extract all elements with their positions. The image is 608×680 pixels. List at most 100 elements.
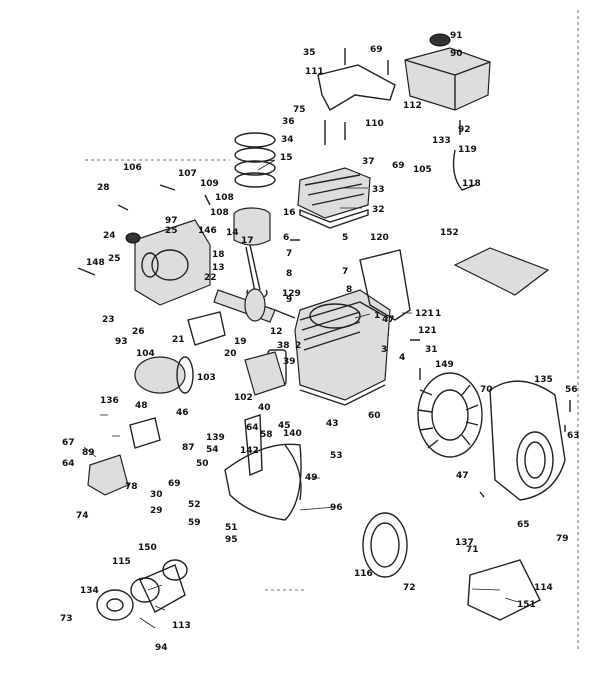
part-callout-71: 71: [466, 545, 479, 555]
part-callout-14: 14: [226, 228, 239, 238]
part-callout-93: 93: [115, 337, 128, 347]
part-callout-108: 108: [210, 208, 229, 218]
part-callout-112: 112: [403, 101, 422, 111]
part-callout-96: 96: [330, 503, 343, 513]
part-callout-137: 137: [455, 538, 474, 548]
part-callout-151: 151: [517, 600, 536, 610]
part-callout-43: 43: [326, 419, 339, 429]
part-callout-116: 116: [354, 569, 373, 579]
part-callout-152: 152: [440, 228, 459, 238]
label-33: 33: [372, 185, 385, 195]
part-callout-8: 8: [286, 269, 292, 279]
part-callout-46: 46: [176, 408, 189, 418]
part-callout-110: 110: [365, 119, 384, 129]
reed-plate: [187, 311, 226, 346]
part-callout-5: 5: [342, 233, 348, 243]
intake-manifold: [244, 351, 286, 396]
part-callout-97: 97: [165, 216, 178, 226]
part-callout-51: 51: [225, 523, 238, 533]
part-callout-70: 70: [480, 385, 493, 395]
throttle-link: [244, 414, 263, 477]
starter-assembly: [467, 559, 541, 621]
part-callout-17: 17: [241, 236, 254, 246]
crankshaft: [213, 288, 296, 323]
part-callout-79: 79: [556, 534, 569, 544]
part-callout-121: 121: [418, 326, 437, 336]
part-callout-63: 63: [567, 431, 580, 441]
label-32: 32: [372, 205, 385, 215]
part-callout-24: 24: [103, 231, 116, 241]
part-callout-6: 6: [283, 233, 289, 243]
part-callout-26: 26: [132, 327, 145, 337]
part-callout-29: 29: [150, 506, 163, 516]
part-callout-30: 30: [150, 490, 163, 500]
fuel-line: [452, 149, 476, 191]
cylinder-block: [294, 289, 391, 401]
part-callout-118: 118: [462, 179, 481, 189]
part-callout-1: 1: [435, 309, 441, 319]
part-callout-107: 107: [178, 169, 197, 179]
flywheel: [417, 372, 483, 458]
shroud-plate: [359, 249, 411, 321]
hardware-screws: [77, 48, 571, 498]
part-callout-149: 149: [435, 360, 454, 370]
part-callout-35: 35: [303, 48, 316, 58]
muffler: [134, 356, 194, 394]
part-callout-129: 129: [282, 289, 301, 299]
part-callout-72: 72: [403, 583, 416, 593]
part-callout-31: 31: [425, 345, 438, 355]
part-callout-140: 140: [283, 429, 302, 439]
part-callout-34: 34: [281, 135, 294, 145]
part-callout-58: 58: [260, 430, 273, 440]
part-callout-146: 146: [198, 226, 217, 236]
cylinder-head: [297, 167, 371, 229]
air-cleaner: [96, 559, 188, 621]
carburetor: [87, 454, 129, 496]
part-callout-16: 16: [283, 208, 296, 218]
part-callout-40: 40: [258, 403, 271, 413]
part-callout-73: 73: [60, 614, 73, 624]
carb-bracket: [129, 417, 161, 449]
part-callout-94: 94: [155, 643, 168, 653]
part-callout-13: 13: [212, 263, 225, 273]
part-callout-45: 45: [278, 421, 291, 431]
part-callout-23: 23: [102, 315, 115, 325]
part-callout-47: 47: [382, 315, 395, 325]
crankcase-cover: [134, 219, 211, 306]
part-callout-133: 133: [432, 136, 451, 146]
part-callout-36: 36: [282, 117, 295, 127]
part-callout-92: 92: [458, 125, 471, 135]
part-callout-48: 48: [135, 401, 148, 411]
piston-rings: [234, 132, 276, 188]
tank-bracket: [317, 64, 396, 111]
part-callout-54: 54: [206, 445, 219, 455]
part-callout-49: 49: [305, 473, 318, 483]
part-callout-78: 78: [125, 482, 138, 492]
part-callout-7: 7: [286, 249, 292, 259]
blower-housing: [489, 380, 566, 501]
deflector: [224, 443, 302, 521]
part-callout-38: 38: [277, 341, 290, 351]
part-callout-64: 64: [62, 459, 75, 469]
part-callout-4: 4: [399, 353, 405, 363]
part-callout-119: 119: [458, 145, 477, 155]
part-callout-105: 105: [413, 165, 432, 175]
part-callout-52: 52: [188, 500, 201, 510]
part-callout-87: 87: [182, 443, 195, 453]
part-callout-148: 148: [86, 258, 105, 268]
part-callout-67: 67: [62, 438, 75, 448]
part-callout-103: 103: [197, 373, 216, 383]
part-callout-104: 104: [136, 349, 155, 359]
part-callout-139: 139: [206, 433, 225, 443]
part-callout-18: 18: [212, 250, 225, 260]
part-callout-108: 108: [215, 193, 234, 203]
part-callout-50: 50: [196, 459, 209, 469]
part-callout-65: 65: [517, 520, 530, 530]
part-callout-25: 25: [165, 226, 178, 236]
part-callout-90: 90: [450, 49, 463, 59]
part-callout-12: 12: [270, 327, 283, 337]
part-callout-53: 53: [330, 451, 343, 461]
part-callout-64: 64: [246, 423, 259, 433]
